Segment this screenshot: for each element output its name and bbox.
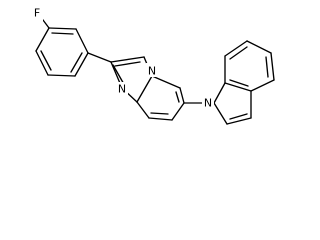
phenyl-imidazole-bond: [87, 52, 112, 63]
double-bond-inner: [265, 56, 269, 78]
bond: [148, 117, 173, 121]
double-bond-inner: [40, 50, 52, 71]
atom-label-fluorine: F: [32, 7, 43, 21]
indole-nitrogen-label: N: [204, 97, 212, 110]
bond: [136, 101, 150, 119]
pyridine-ring: [136, 75, 185, 121]
bond: [48, 27, 77, 30]
double-bond-inner: [51, 32, 74, 35]
indole-benzene-ring: [224, 40, 275, 92]
bond: [75, 28, 89, 54]
structure-canvas: F N N N: [32, 6, 275, 125]
bond: [213, 82, 226, 104]
imine-nitrogen-label: N: [118, 83, 126, 96]
fluorophenyl-ring: [35, 27, 89, 77]
atom-label-indole-nitrogen: N: [202, 96, 214, 110]
bond: [74, 52, 89, 77]
double-bond-inner: [70, 52, 83, 73]
double-bond-inner: [150, 112, 169, 115]
bond: [246, 40, 272, 54]
bond: [171, 102, 185, 121]
indole-pyrrole-ring: [213, 82, 252, 125]
bond: [179, 87, 185, 104]
bond: [213, 102, 228, 125]
molecule-structure: F N N N: [32, 7, 275, 125]
double-bond-inner: [114, 61, 141, 67]
bond: [224, 82, 252, 92]
bond: [151, 75, 181, 89]
bond: [226, 117, 252, 125]
double-bond-inner: [175, 91, 180, 103]
bond: [35, 50, 49, 76]
bridgehead-nitrogen-label: N: [148, 65, 156, 78]
bond: [270, 52, 275, 81]
bond: [47, 74, 76, 77]
double-bond-inner: [229, 113, 248, 120]
bond: [110, 56, 145, 63]
atom-label-bridgehead-nitrogen: N: [146, 63, 158, 78]
atom-label-imine-nitrogen: N: [116, 82, 128, 96]
double-bond-inner: [229, 79, 249, 87]
double-bond-inner: [229, 46, 248, 60]
bond: [136, 75, 153, 103]
bond: [35, 27, 50, 52]
bond: [250, 79, 275, 92]
fluorine-label: F: [34, 7, 40, 20]
bond: [224, 40, 248, 57]
